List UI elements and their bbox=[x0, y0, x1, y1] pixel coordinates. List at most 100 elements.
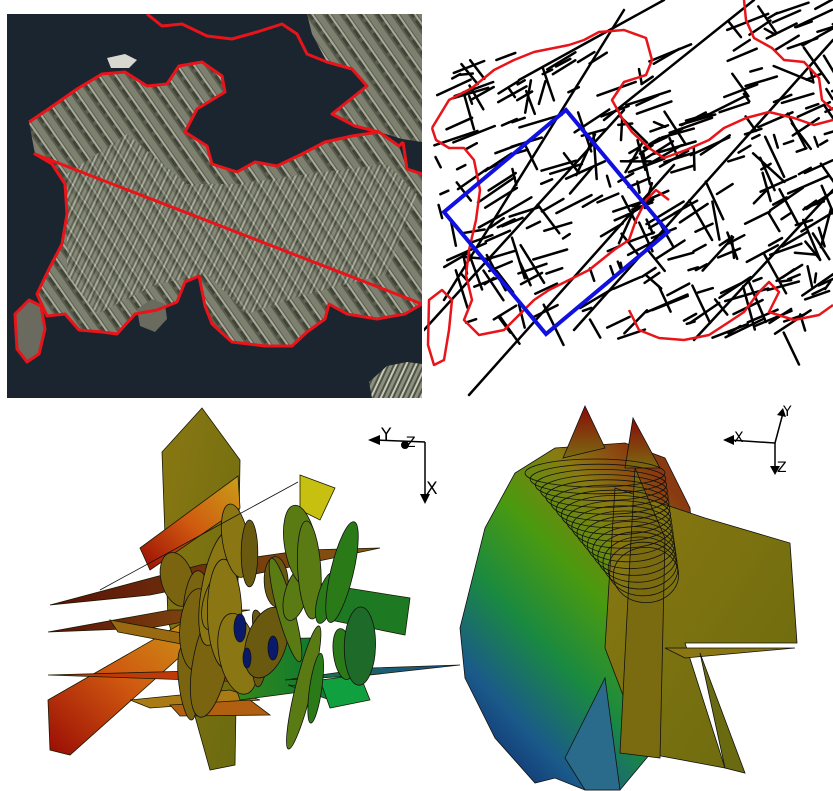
fracture-trace bbox=[640, 75, 654, 86]
fracture-trace bbox=[670, 164, 696, 174]
axes-triad-left: Y Z X bbox=[368, 425, 438, 504]
fracture-trace bbox=[545, 266, 564, 275]
fracture-trace bbox=[813, 272, 818, 284]
fracture-trace bbox=[627, 176, 652, 189]
fracture-trace bbox=[751, 152, 786, 184]
fracture-trace bbox=[605, 174, 612, 188]
fracture-trace bbox=[723, 83, 759, 99]
fracture-trace bbox=[780, 230, 810, 248]
fracture-trace bbox=[794, 218, 814, 227]
fracture-trace bbox=[484, 229, 512, 243]
fracture-disc-outline bbox=[571, 505, 673, 549]
fracture-trace bbox=[782, 139, 795, 146]
fracture-trace bbox=[534, 282, 559, 295]
fracture-trace bbox=[446, 241, 488, 262]
islet-south bbox=[137, 299, 167, 332]
coastline-outline bbox=[13, 14, 422, 364]
axis-label-x: X bbox=[426, 479, 438, 499]
fracture-trace bbox=[771, 9, 802, 24]
fracture-trace bbox=[820, 184, 833, 216]
fracture-trace bbox=[731, 72, 750, 98]
fracture-trace bbox=[774, 1, 810, 16]
z-dot bbox=[401, 441, 409, 449]
fracture-trace bbox=[654, 239, 686, 261]
fracture-trace bbox=[763, 135, 786, 179]
fracture-disc-deep bbox=[242, 647, 252, 669]
fracture-trace bbox=[743, 210, 772, 225]
fracture-trace bbox=[726, 231, 739, 261]
fracture-trace bbox=[760, 162, 772, 171]
fracture-disc bbox=[325, 521, 359, 623]
fracture-trace bbox=[554, 57, 572, 68]
fracture-trace bbox=[517, 0, 666, 82]
islet-south-east bbox=[369, 362, 422, 398]
fracture-trace bbox=[823, 280, 832, 291]
fracture-trace bbox=[716, 247, 742, 259]
fracture-trace bbox=[588, 51, 609, 65]
fracture-trace bbox=[476, 176, 516, 204]
fracture-trace bbox=[825, 87, 833, 101]
fracture-trace bbox=[541, 66, 556, 102]
axes-triad-right: X Y Z bbox=[723, 404, 792, 476]
fracture-disc-outline bbox=[524, 458, 666, 488]
fracture-disc-outline bbox=[545, 479, 669, 515]
fracture-trace bbox=[496, 85, 528, 104]
fracture-trace bbox=[767, 236, 784, 247]
fracture-trace bbox=[713, 298, 729, 316]
fracture-trace bbox=[790, 121, 813, 151]
fracture-trace bbox=[704, 180, 725, 221]
fracture-trace bbox=[727, 19, 743, 39]
fracture-trace bbox=[596, 80, 637, 97]
fracture-trace bbox=[648, 43, 693, 63]
fracture-disc-deep bbox=[233, 613, 247, 643]
fracture-trace bbox=[551, 59, 577, 76]
fracture-trace bbox=[600, 104, 630, 118]
fracture-discs-right bbox=[524, 458, 679, 603]
fracture-trace bbox=[797, 166, 813, 176]
fracture-trace bbox=[668, 116, 714, 135]
fracture-trace bbox=[781, 268, 796, 279]
fracture-trace bbox=[525, 220, 542, 230]
fracture-trace bbox=[489, 216, 505, 229]
fracture-trace bbox=[746, 308, 779, 324]
fracture-trace bbox=[635, 94, 660, 107]
fracture-trace bbox=[814, 0, 833, 11]
fracture-trace bbox=[782, 331, 801, 366]
fracture-trace bbox=[772, 133, 780, 149]
fracture-trace bbox=[791, 116, 821, 137]
borehole-line bbox=[99, 481, 299, 591]
fracture-trace bbox=[666, 282, 691, 297]
fracture-trace bbox=[452, 59, 486, 75]
fracture-trace bbox=[620, 232, 640, 256]
fracture-trace bbox=[644, 140, 675, 160]
fracture-trace bbox=[811, 286, 827, 296]
fracture-trace bbox=[602, 0, 756, 122]
fracture-trace bbox=[765, 22, 798, 40]
fracture-trace bbox=[724, 317, 766, 339]
fracture-trace bbox=[793, 251, 818, 256]
fracture-trace bbox=[757, 111, 794, 129]
fracture-trace bbox=[445, 116, 474, 131]
fracture-trace bbox=[435, 78, 472, 97]
fracture-trace bbox=[694, 222, 714, 233]
fracture-model-3d-top: Y Z X bbox=[47, 407, 460, 771]
fracture-disc-outline bbox=[612, 546, 679, 603]
fracture-trace bbox=[667, 251, 695, 261]
fracture-disc-outline bbox=[535, 469, 667, 502]
fracture-trace bbox=[750, 133, 761, 140]
fracture-disc-deep bbox=[267, 635, 279, 661]
fracture-trace bbox=[758, 156, 776, 192]
fracture-trace bbox=[588, 267, 596, 283]
fracture-trace bbox=[752, 189, 768, 205]
fracture-trace bbox=[718, 238, 731, 247]
fracture-trace bbox=[687, 266, 700, 272]
fracture-trace bbox=[657, 285, 672, 313]
y-arrow-head bbox=[368, 435, 380, 445]
fracture-trace bbox=[801, 26, 833, 47]
fracture-trace bbox=[805, 72, 822, 81]
fracture-trace bbox=[539, 178, 554, 186]
fracture-trace bbox=[517, 303, 526, 329]
fracture-trace bbox=[599, 222, 624, 238]
fracture-trace bbox=[767, 211, 781, 233]
fracture-trace bbox=[803, 159, 833, 175]
